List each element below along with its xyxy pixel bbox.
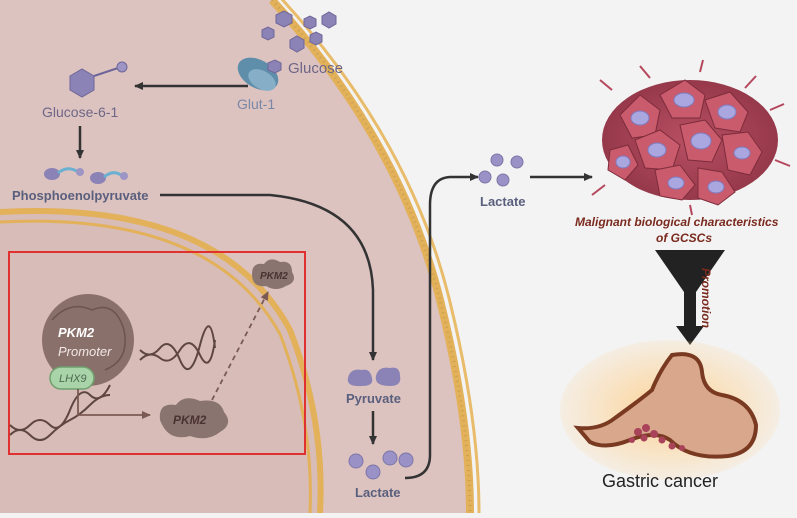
lactate-outside-icon: [478, 153, 524, 187]
pkm2-promoter-gene-label: PKM2: [58, 325, 95, 340]
lhx9-label: LHX9: [59, 373, 87, 385]
nucleus: [0, 208, 324, 514]
lactate-inside-icon: [348, 450, 414, 480]
malignant-label-line1: Malignant biological characteristics: [575, 215, 779, 229]
glut1-transporter: [237, 57, 282, 91]
pep-molecule-icon: [44, 167, 128, 184]
pyruvate-label: Pyruvate: [346, 391, 401, 406]
lactate-outside-label: Lactate: [480, 194, 526, 209]
promotion-arrow: [655, 250, 725, 345]
glucose-6-1-label: Glucose-6-1: [42, 104, 118, 120]
glut1-label: Glut-1: [237, 96, 275, 112]
glucose-molecules: [261, 10, 337, 53]
pkm2-protein-bottom: [159, 398, 229, 439]
promotion-label: Promotion: [699, 268, 713, 328]
dna-strand: [9, 325, 216, 441]
glucose-6-phosphate-icon: [69, 61, 128, 98]
lactate-inside-label: Lactate: [355, 485, 401, 500]
pkm2-promoter-complex: [42, 294, 134, 386]
phosphoenolpyruvate-label: Phosphoenolpyruvate: [12, 188, 149, 203]
glucose-label: Glucose: [288, 60, 343, 77]
arrow-pkm2-translation: [211, 291, 269, 401]
tumor-cell-cluster: [591, 59, 791, 216]
pkm2-bottom-label: PKM2: [173, 413, 207, 427]
malignant-label-line2: of GCSCs: [656, 231, 712, 245]
arrow-lhx9-to-pkm2: [77, 389, 151, 419]
lhx9-factor: [49, 366, 95, 390]
arrow-pep-to-pyruvate: [160, 193, 377, 361]
gastric-cancer-label: Gastric cancer: [602, 471, 718, 491]
pkm2-regulation-box: [8, 251, 306, 455]
pkm2-top-label: PKM2: [260, 271, 288, 282]
pkm2-protein-top: [252, 259, 294, 289]
promoter-label: Promoter: [58, 344, 112, 359]
arrow-lactate-export: [404, 173, 479, 480]
pyruvate-icon: [347, 367, 401, 387]
stomach-illustration: [560, 340, 780, 480]
